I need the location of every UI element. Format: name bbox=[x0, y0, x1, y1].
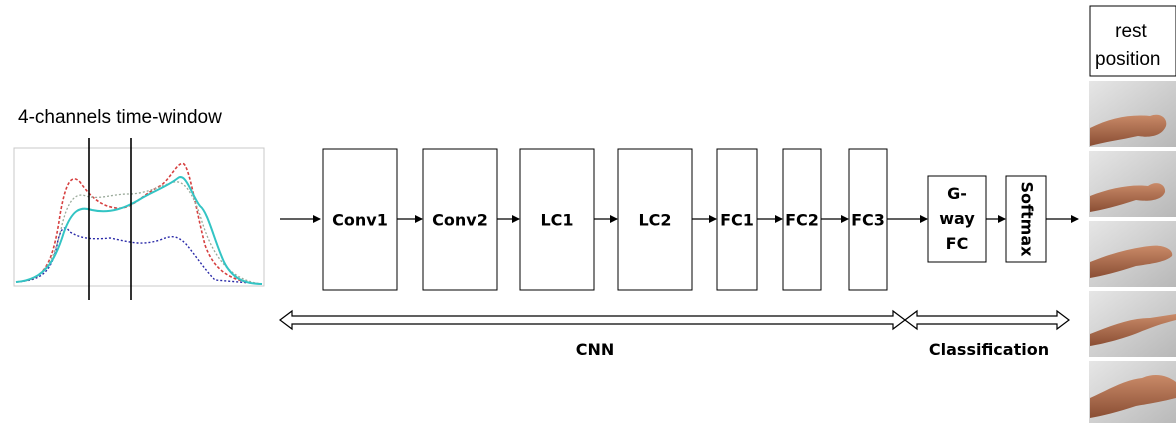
layer-label: Conv2 bbox=[432, 211, 488, 230]
hand-shape bbox=[1090, 245, 1173, 278]
hand-shape bbox=[1090, 375, 1176, 418]
gesture-photos bbox=[1089, 81, 1176, 423]
layer-box bbox=[617, 148, 693, 291]
gesture-photo-4 bbox=[1089, 291, 1176, 357]
cnn-label: CNN bbox=[576, 340, 615, 359]
layer-box bbox=[519, 148, 595, 291]
cnn-double-arrow bbox=[279, 309, 906, 331]
layer-label: Conv1 bbox=[332, 211, 388, 230]
hand-shape bbox=[1090, 183, 1166, 212]
layer-label: FC3 bbox=[851, 211, 885, 230]
layer-label-line-2: way bbox=[939, 209, 975, 228]
gesture-header-line-2: position bbox=[1095, 49, 1161, 70]
gesture-column: rest position bbox=[1089, 5, 1176, 423]
signal-lines bbox=[15, 162, 263, 285]
signal-channel-4 bbox=[15, 176, 263, 285]
layer-label: LC1 bbox=[540, 211, 573, 230]
layer-box bbox=[1005, 175, 1047, 263]
layer-label: Softmax bbox=[1018, 182, 1037, 258]
layer-box bbox=[782, 148, 822, 291]
layer-conv2: Conv2 bbox=[422, 148, 498, 291]
layer-lc2: LC2 bbox=[617, 148, 693, 291]
layer-box bbox=[422, 148, 498, 291]
classification-double-arrow bbox=[904, 309, 1070, 331]
hand-shape bbox=[1090, 114, 1167, 146]
rest-position-box bbox=[1089, 5, 1176, 77]
layer-fc1: FC1 bbox=[716, 148, 758, 291]
layer-label-line-3: FC bbox=[946, 234, 969, 253]
plot-frame bbox=[13, 147, 265, 287]
gesture-photo-5 bbox=[1089, 361, 1176, 423]
classification-bracket: Classification bbox=[904, 309, 1070, 359]
layer-label: FC1 bbox=[720, 211, 754, 230]
signal-channel-3 bbox=[15, 181, 263, 285]
gesture-photo-1 bbox=[1089, 81, 1176, 147]
layer-label: LC2 bbox=[638, 211, 671, 230]
classification-label: Classification bbox=[929, 340, 1049, 359]
layer-box bbox=[848, 148, 888, 291]
gesture-header-line-1: rest bbox=[1115, 21, 1147, 42]
layer-fc2: FC2 bbox=[782, 148, 822, 291]
hand-shape bbox=[1090, 314, 1176, 346]
gesture-photo-3 bbox=[1089, 221, 1176, 287]
layer-fc3: FC3 bbox=[848, 148, 888, 291]
signal-channel-1 bbox=[15, 227, 263, 285]
layer-lc1: LC1 bbox=[519, 148, 595, 291]
signal-plot bbox=[13, 138, 265, 300]
cnn-bracket: CNN bbox=[279, 309, 906, 359]
gesture-photo-2 bbox=[1089, 151, 1176, 217]
layer-box bbox=[716, 148, 758, 291]
layer-conv1: Conv1 bbox=[322, 148, 398, 291]
input-title: 4-channels time-window bbox=[18, 107, 222, 128]
layer-label-line-1: G- bbox=[947, 184, 967, 203]
layer-label: FC2 bbox=[785, 211, 819, 230]
layer-softmax: Softmax bbox=[1005, 175, 1047, 263]
layer-box bbox=[927, 175, 987, 263]
